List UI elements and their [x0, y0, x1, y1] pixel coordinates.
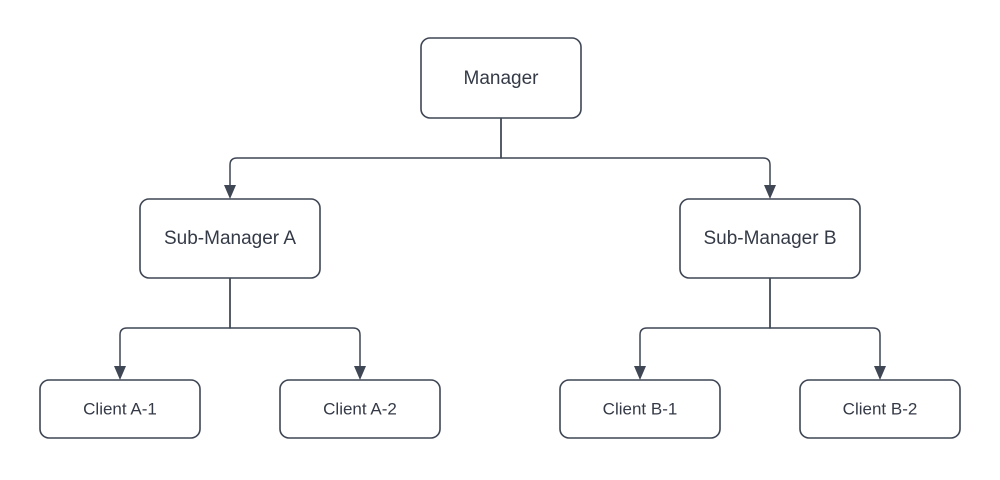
node-client-a-2[interactable]: Client A-2 — [279, 379, 441, 439]
node-client-a-1-label: Client A-1 — [83, 399, 157, 418]
node-client-a-1-box[interactable] — [39, 379, 201, 439]
connector-group-sub-manager-a — [114, 278, 366, 380]
node-client-b-2-box[interactable] — [799, 379, 961, 439]
node-client-b-1-label: Client B-1 — [603, 399, 678, 418]
connector-sub-manager-b-to-client-b-2 — [769, 278, 881, 367]
arrowhead-sub-manager-a — [224, 185, 236, 199]
connector-manager-to-sub-manager-b — [500, 118, 771, 186]
node-client-a-2-label: Client A-2 — [323, 399, 397, 418]
node-sub-manager-b[interactable]: Sub-Manager B — [679, 198, 861, 279]
connector-group-level-0 — [224, 118, 776, 199]
node-client-b-2[interactable]: Client B-2 — [799, 379, 961, 439]
arrowhead-client-b-2 — [874, 366, 886, 380]
node-manager-box[interactable] — [420, 37, 582, 119]
arrowhead-sub-manager-b — [764, 185, 776, 199]
arrowhead-client-a-1 — [114, 366, 126, 380]
connector-manager-to-sub-manager-a — [229, 118, 502, 186]
node-client-b-1[interactable]: Client B-1 — [559, 379, 721, 439]
node-client-a-2-box[interactable] — [279, 379, 441, 439]
node-sub-manager-b-box[interactable] — [679, 198, 861, 279]
arrowhead-client-b-1 — [634, 366, 646, 380]
node-manager-label: Manager — [464, 68, 540, 89]
node-sub-manager-a[interactable]: Sub-Manager A — [139, 198, 321, 279]
node-manager[interactable]: Manager — [420, 37, 582, 119]
node-sub-manager-b-label: Sub-Manager B — [703, 228, 836, 249]
connector-sub-manager-a-to-client-a-1 — [119, 278, 231, 367]
node-client-b-2-label: Client B-2 — [843, 399, 918, 418]
node-sub-manager-a-label: Sub-Manager A — [164, 228, 296, 249]
node-sub-manager-a-box[interactable] — [139, 198, 321, 279]
arrowhead-client-a-2 — [354, 366, 366, 380]
node-client-a-1[interactable]: Client A-1 — [39, 379, 201, 439]
node-client-b-1-box[interactable] — [559, 379, 721, 439]
connector-sub-manager-a-to-client-a-2 — [229, 278, 361, 367]
connector-group-sub-manager-b — [634, 278, 886, 380]
connector-sub-manager-b-to-client-b-1 — [639, 278, 771, 367]
